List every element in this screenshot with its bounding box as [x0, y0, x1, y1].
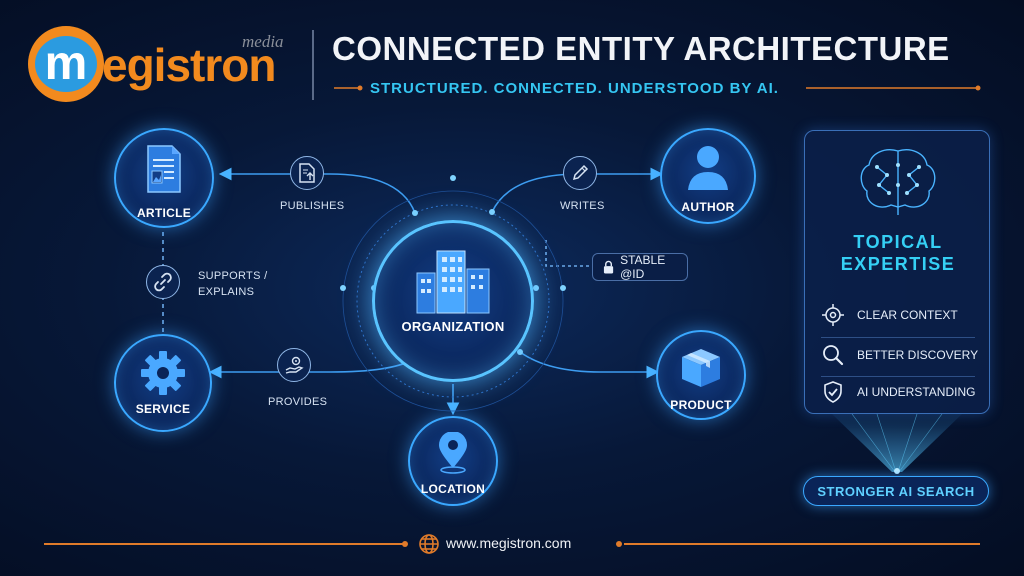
edge-label-publishes: PUBLISHES: [280, 200, 345, 212]
logo-tag: media: [242, 32, 284, 51]
publishes-icon-circle: [290, 156, 324, 190]
panel-item-label: AI UNDERSTANDING: [857, 385, 976, 399]
footer-url[interactable]: www.megistron.com: [446, 535, 572, 551]
stronger-ai-search-label: STRONGER AI SEARCH: [817, 483, 975, 499]
footer-rule-left: [44, 543, 404, 545]
node-organization[interactable]: ORGANIZATION: [372, 220, 534, 382]
footer-rule-right: [624, 543, 980, 545]
node-article[interactable]: ARTICLE: [114, 128, 214, 228]
search-icon: [823, 345, 844, 366]
footer-dot-left: [402, 541, 408, 547]
shield-check-icon: [824, 381, 842, 403]
edge-label-writes: WRITES: [560, 200, 605, 212]
node-label-product: PRODUCT: [670, 398, 732, 412]
node-service[interactable]: SERVICE: [114, 334, 212, 432]
node-label-service: SERVICE: [135, 402, 191, 416]
stronger-ai-search-button[interactable]: STRONGER AI SEARCH: [803, 476, 989, 506]
panel-divider: [821, 376, 975, 377]
logo-letter: m: [35, 36, 97, 92]
pencil-icon: [572, 164, 589, 181]
link-icon: [154, 272, 172, 292]
panel-item-better-discovery: BETTER DISCOVERY: [821, 343, 978, 367]
footer-dot-right: [616, 541, 622, 547]
map-pin-icon: [439, 432, 467, 474]
light-beam: [832, 414, 962, 474]
globe-icon: [419, 534, 439, 554]
edge-label-explains: EXPLAINS: [198, 286, 255, 298]
panel-item-clear-context: CLEAR CONTEXT: [821, 303, 958, 327]
logo-word: egistron: [102, 39, 276, 91]
brand-logo: m egistron media: [28, 22, 298, 106]
document-icon: [147, 145, 181, 193]
node-label-author: AUTHOR: [681, 200, 735, 214]
hand-gear-icon: [285, 356, 304, 374]
edge-label-provides: PROVIDES: [268, 396, 328, 408]
logo-mark: m: [28, 26, 104, 102]
edge-label-supports: SUPPORTS /: [198, 270, 268, 282]
page-subtitle: STRUCTURED. CONNECTED. UNDERSTOOD BY AI.: [370, 80, 779, 97]
panel-item-label: CLEAR CONTEXT: [857, 308, 958, 322]
panel-divider: [821, 337, 975, 338]
subtitle-rule-left: [334, 85, 363, 91]
node-location[interactable]: LOCATION: [408, 416, 498, 506]
gear-icon: [141, 351, 185, 395]
subtitle-rule-right: [806, 85, 981, 91]
topical-expertise-panel: TOPICAL EXPERTISE CLEAR CONTEXT BETTER D…: [804, 130, 990, 414]
header-divider: [312, 30, 314, 100]
panel-title-line2: EXPERTISE: [840, 254, 956, 274]
stable-id-label: STABLE @ID: [620, 253, 666, 281]
node-label-organization: ORGANIZATION: [401, 319, 505, 334]
panel-item-label: BETTER DISCOVERY: [857, 348, 979, 362]
buildings-icon: [416, 250, 490, 314]
user-icon: [688, 146, 728, 190]
writes-icon-circle: [563, 156, 597, 190]
panel-item-ai-understanding: AI UNDERSTANDING: [821, 380, 975, 404]
target-icon: [822, 304, 844, 326]
supports-icon-circle: [146, 265, 180, 299]
node-label-location: LOCATION: [420, 482, 486, 496]
node-label-article: ARTICLE: [136, 206, 192, 220]
panel-title-line1: TOPICAL: [853, 232, 943, 252]
provides-icon-circle: [277, 348, 311, 382]
node-author[interactable]: AUTHOR: [660, 128, 756, 224]
document-upload-icon: [299, 163, 315, 183]
brain-icon: [860, 149, 936, 215]
lock-icon: [603, 260, 614, 274]
node-product[interactable]: PRODUCT: [656, 330, 746, 420]
page-title: CONNECTED ENTITY ARCHITECTURE: [332, 30, 950, 67]
stable-id-tag: STABLE @ID: [592, 253, 688, 281]
box-icon: [682, 349, 720, 387]
